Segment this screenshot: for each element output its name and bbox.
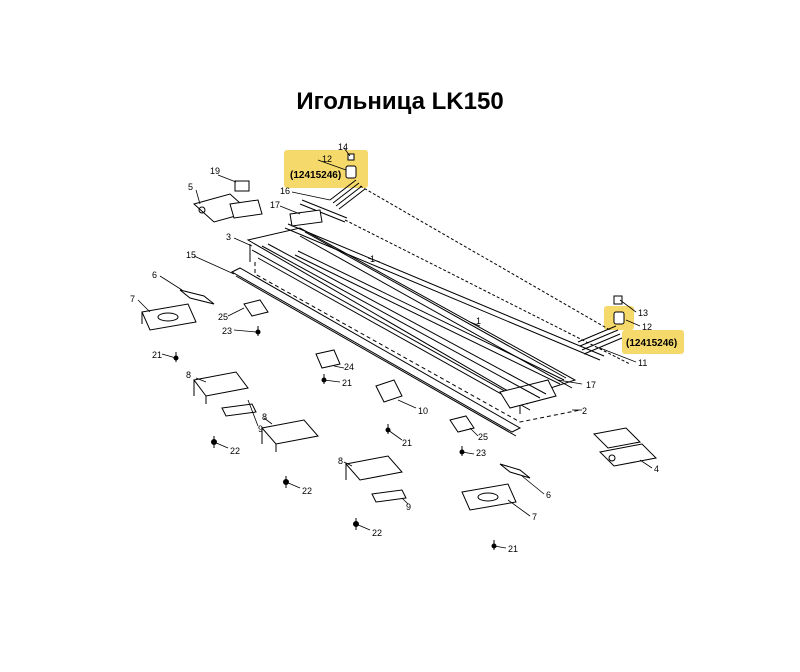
screw-21-right	[491, 540, 497, 550]
callout-9-b: 9	[406, 502, 411, 512]
screw-21-mid	[321, 374, 327, 384]
page-title: Игольница LK150	[296, 88, 504, 115]
leader-lines	[137, 147, 653, 549]
callout-21-left: 21	[152, 350, 162, 360]
screw-23-left	[255, 326, 261, 336]
callout-23-right: 23	[476, 448, 486, 458]
callout-15: 15	[186, 250, 196, 260]
wire-bundle-left	[329, 179, 611, 331]
screw-21-left	[173, 352, 179, 362]
screw-23-right	[459, 446, 465, 456]
callout-21-right: 21	[508, 544, 518, 554]
cap-14	[347, 153, 355, 161]
clip-24	[315, 349, 341, 369]
clamp-10	[375, 379, 403, 403]
plate-5	[192, 193, 263, 223]
plate-4	[592, 427, 658, 467]
callout-17-top: 17	[270, 200, 280, 210]
bracket-7-left	[141, 303, 197, 331]
callout-16: 16	[280, 186, 290, 196]
callout-24: 24	[344, 362, 354, 372]
part-number-highlight-left	[284, 150, 368, 188]
callout-14: 14	[338, 142, 348, 152]
holder-8-a	[193, 371, 257, 417]
spring-6-right	[499, 463, 531, 479]
callout-25-right: 25	[478, 432, 488, 442]
cap-13	[613, 295, 623, 305]
callout-8-c: 8	[338, 456, 343, 466]
callout-3: 3	[226, 232, 231, 242]
callout-11: 11	[638, 358, 647, 368]
callout-22-b: 22	[302, 486, 312, 496]
callout-6-left: 6	[152, 270, 157, 280]
spring-6-left	[179, 289, 215, 305]
callout-22-a: 22	[230, 446, 240, 456]
pad-19	[234, 180, 250, 192]
clip-25-right	[449, 415, 475, 433]
screw-21-mid2	[385, 424, 391, 434]
callout-7-left: 7	[130, 294, 135, 304]
callout-17-right: 17	[586, 380, 596, 390]
holder-8-b	[261, 419, 319, 452]
bushing-12-left	[345, 165, 357, 179]
part-number-right: (12415246)	[626, 338, 677, 349]
callout-13: 13	[638, 308, 648, 318]
callout-2: 2	[582, 406, 587, 416]
wire-bundle-right	[577, 325, 623, 355]
callout-19: 19	[210, 166, 220, 176]
callout-25-left: 25	[218, 312, 228, 322]
callout-labels: 14 12 (12415246) 19 16 5 17 3 15 1 6 7 2…	[130, 142, 677, 554]
clip-25-left	[243, 299, 269, 317]
callout-23-left: 23	[222, 326, 232, 336]
callout-21-mid: 21	[342, 378, 352, 388]
callout-5: 5	[188, 182, 193, 192]
bushing-12-right	[613, 311, 625, 325]
long-rods	[284, 223, 605, 385]
callout-10: 10	[418, 406, 428, 416]
callout-22-c: 22	[372, 528, 382, 538]
callout-4: 4	[654, 464, 659, 474]
needle-bed-assembly	[246, 227, 581, 423]
callout-8-a: 8	[186, 370, 191, 380]
holder-8-c	[345, 455, 407, 503]
callout-6-right: 6	[546, 490, 551, 500]
callout-7-right: 7	[532, 512, 537, 522]
callout-1-top: 1	[370, 254, 375, 264]
bar-15	[230, 267, 522, 437]
part-number-left: (12415246)	[290, 170, 341, 181]
callout-12-left: 12	[322, 154, 332, 164]
callout-9-a: 9	[258, 424, 263, 434]
callout-12-right: 12	[642, 322, 652, 332]
bracket-7-right	[461, 483, 517, 511]
callout-21-mid2: 21	[402, 438, 412, 448]
callout-1-mid: 1	[476, 316, 481, 326]
callout-8-b: 8	[262, 412, 267, 422]
part-number-highlight-right	[622, 330, 684, 354]
